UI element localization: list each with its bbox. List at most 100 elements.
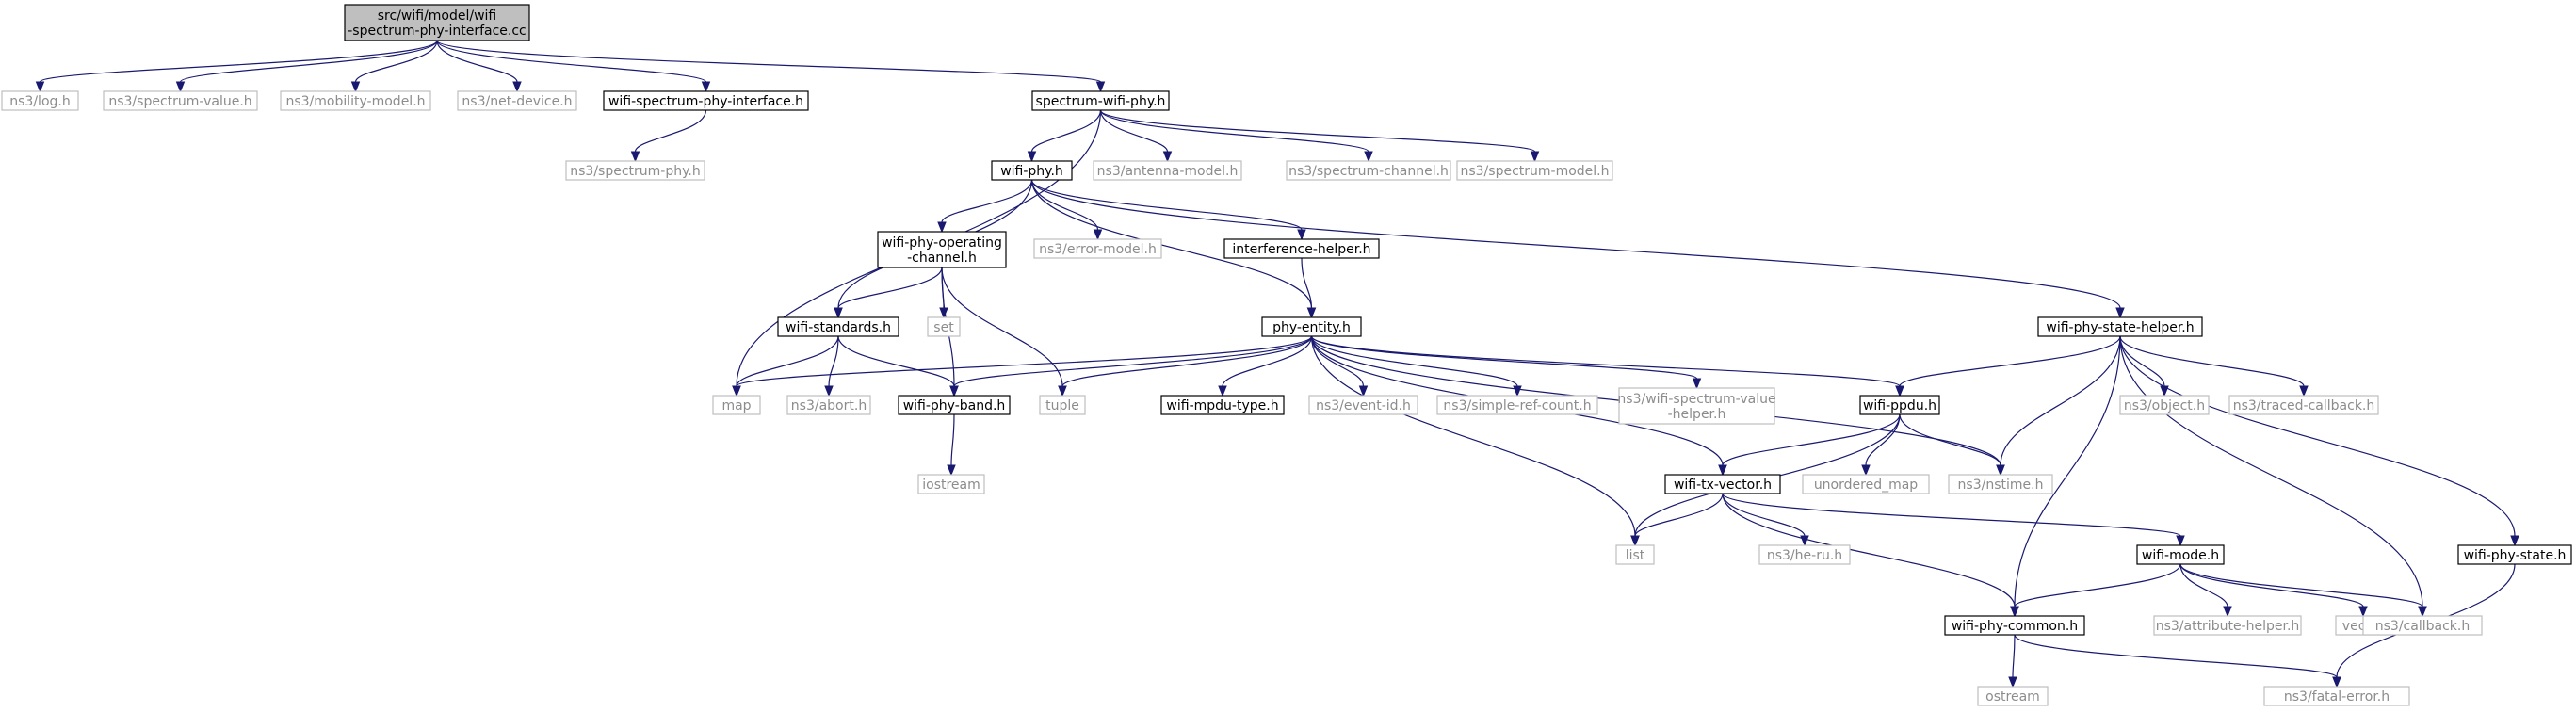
node-band[interactable]: wifi-phy-band.h	[898, 395, 1011, 415]
edge-statehelper-to-callback	[2119, 335, 2427, 618]
node-box	[1977, 686, 2049, 706]
node-label: wifi-mpdu-type.h	[1166, 398, 1278, 413]
edge-wifiphy-to-errmodel	[1030, 179, 1103, 241]
node-label: interference-helper.h	[1232, 242, 1370, 257]
node-object: ns3/object.h	[2119, 395, 2210, 415]
node-statehelper[interactable]: wifi-phy-state-helper.h	[2037, 316, 2203, 337]
edge-txvec-to-heru	[1722, 493, 1809, 547]
edge-root-to-wspi	[436, 40, 711, 93]
node-common[interactable]: wifi-phy-common.h	[1944, 615, 2085, 636]
node-label: wifi-standards.h	[786, 320, 891, 335]
edge-statehelper-to-nstime	[1996, 335, 2121, 477]
edge-phyent-to-band	[949, 335, 1313, 397]
edge-arrowhead	[824, 385, 834, 397]
node-map: map	[712, 395, 761, 415]
node-txvec[interactable]: wifi-tx-vector.h	[1664, 474, 1781, 494]
node-swp[interactable]: spectrum-wifi-phy.h	[1031, 90, 1170, 111]
node-mobility: ns3/mobility-model.h	[280, 90, 431, 111]
edge-phyent-to-mpdu	[1218, 335, 1313, 397]
edge-arrowhead	[630, 151, 640, 163]
node-label: ns3/error-model.h	[1039, 242, 1157, 257]
node-specmodel: ns3/spectrum-model.h	[1456, 160, 1613, 181]
edge-line	[2014, 563, 2181, 608]
node-specval: ns3/spectrum-value.h	[103, 90, 258, 111]
node-list: list	[1615, 544, 1655, 565]
node-interf[interactable]: interference-helper.h	[1223, 238, 1380, 259]
edge-line	[2014, 634, 2338, 678]
edge-arrowhead	[2010, 606, 2019, 618]
node-box	[1033, 238, 1162, 259]
node-state[interactable]: wifi-phy-state.h	[2457, 544, 2572, 565]
node-nstime: ns3/nstime.h	[1948, 474, 2053, 494]
edge-arrowhead	[1297, 229, 1306, 241]
edge-line	[736, 335, 1313, 387]
edge-ppdu-to-nstime	[1899, 413, 2005, 477]
node-root[interactable]: src/wifi/model/wifi-spectrum-phy-interfa…	[344, 4, 530, 41]
node-label: ns3/spectrum-channel.h	[1288, 164, 1449, 179]
edge-line	[1099, 109, 1369, 153]
edge-swp-to-wifiphy	[1027, 109, 1102, 163]
edge-line	[736, 335, 839, 387]
edge-arrowhead	[35, 81, 45, 93]
node-box	[1758, 544, 1851, 565]
node-specphy: ns3/spectrum-phy.h	[565, 160, 705, 181]
node-iostream: iostream	[917, 474, 985, 494]
edge-arrowhead	[1800, 535, 1809, 547]
node-box	[917, 474, 985, 494]
node-specchan: ns3/spectrum-channel.h	[1286, 160, 1451, 181]
edge-line	[1310, 335, 1636, 537]
node-wspi[interactable]: wifi-spectrum-phy-interface.h	[603, 90, 809, 111]
node-wifiphy[interactable]: wifi-phy.h	[991, 160, 1073, 181]
edge-arrowhead	[1895, 385, 1904, 397]
edge-line	[1722, 493, 2016, 608]
edge-phyent-to-tuple	[1058, 335, 1313, 397]
node-ostream: ostream	[1977, 686, 2049, 706]
edge-ppdu-to-umap	[1861, 413, 1901, 477]
edge-line	[2179, 563, 2364, 608]
edge-line	[828, 335, 839, 387]
node-ppdu[interactable]: wifi-ppdu.h	[1859, 395, 1940, 415]
node-box	[1456, 160, 1613, 181]
node-label: ns3/antenna-model.h	[1097, 164, 1239, 179]
node-box	[2228, 395, 2379, 415]
node-label: ns3/wifi-spectrum-value	[1617, 392, 1775, 407]
edge-line	[1030, 179, 1313, 309]
edge-arrowhead	[1306, 307, 1317, 319]
node-wmode[interactable]: wifi-mode.h	[2136, 544, 2225, 565]
edge-line	[2000, 335, 2121, 466]
node-box	[1286, 160, 1451, 181]
node-box	[712, 395, 761, 415]
node-box	[1261, 316, 1362, 337]
node-netdev: ns3/net-device.h	[457, 90, 577, 111]
edge-line	[1310, 335, 1901, 387]
node-box	[1039, 395, 1086, 415]
edge-phyent-to-wsvh	[1310, 335, 1702, 390]
edge-line	[2119, 335, 2516, 537]
edge-line	[1634, 493, 1724, 537]
node-phyent[interactable]: phy-entity.h	[1261, 316, 1362, 337]
node-label: wifi-phy-state-helper.h	[2046, 320, 2194, 335]
node-box	[457, 90, 577, 111]
node-opchan[interactable]: wifi-phy-operating-channel.h	[877, 231, 1007, 268]
edge-arrowhead	[1358, 385, 1369, 397]
edge-wifiphy-to-interf	[1030, 179, 1306, 241]
node-mpdu[interactable]: wifi-mpdu-type.h	[1160, 395, 1285, 415]
node-box	[777, 316, 899, 337]
node-box	[344, 4, 530, 41]
edge-arrowhead	[175, 81, 186, 93]
edge-line	[634, 109, 707, 153]
node-fatal: ns3/fatal-error.h	[2263, 686, 2410, 706]
edge-txvec-to-list	[1630, 493, 1724, 547]
node-label: phy-entity.h	[1272, 320, 1351, 335]
edge-opchan-to-set	[939, 267, 948, 319]
node-stdh[interactable]: wifi-standards.h	[777, 316, 899, 337]
edge-line	[2119, 335, 2165, 387]
edge-swp-to-specmodel	[1099, 109, 1540, 163]
edge-line	[941, 179, 1033, 223]
nodes-layer: src/wifi/model/wifi-spectrum-phy-interfa…	[1, 4, 2572, 706]
edge-arrowhead	[1530, 151, 1540, 163]
node-label: ns3/abort.h	[791, 398, 867, 413]
edge-line	[39, 40, 438, 83]
node-eventid: ns3/event-id.h	[1308, 395, 1418, 415]
